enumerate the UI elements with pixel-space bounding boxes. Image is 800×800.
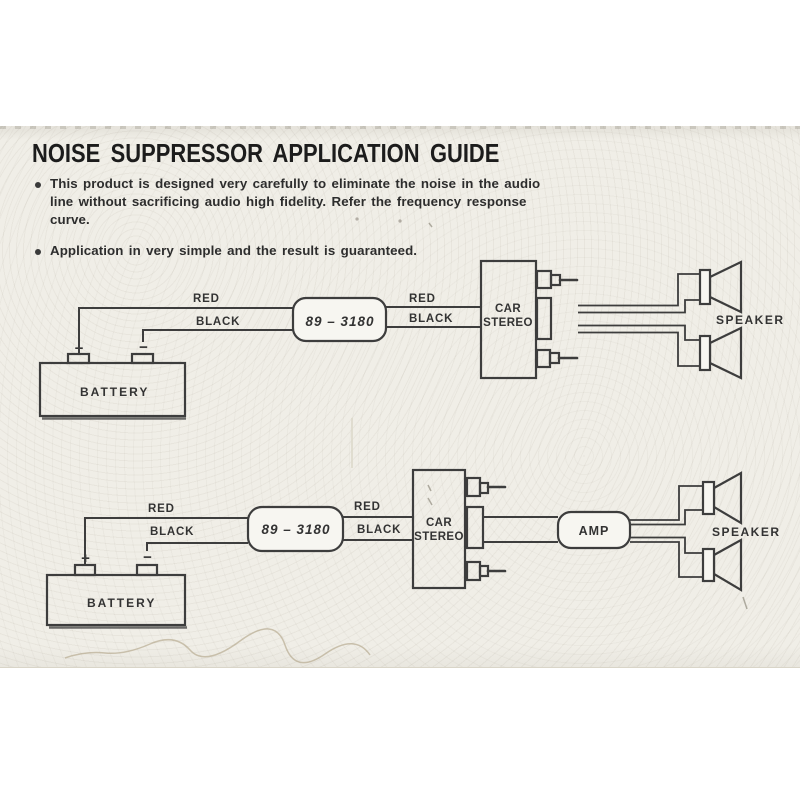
wire-black-label: BLACK <box>150 526 194 538</box>
speaker-label: SPEAKER <box>712 525 781 539</box>
speaker-icon <box>698 326 743 380</box>
speaker-wire <box>630 485 703 521</box>
car-stereo-label: STEREO <box>483 317 533 329</box>
bullet-dot <box>35 249 41 255</box>
battery-icon: + − BATTERY <box>45 549 187 629</box>
battery-terminal-negative <box>135 563 159 577</box>
bullet-line: This product is designed very carefully … <box>50 176 541 191</box>
suppressor-part-number: 89 – 3180 <box>305 314 374 329</box>
car-stereo-outline <box>411 468 467 590</box>
amp-outline <box>556 510 632 550</box>
speck <box>428 222 433 228</box>
noise-suppressor-box: 89 – 3180 <box>246 505 345 553</box>
speaker-wire <box>578 299 700 314</box>
speaker-wire <box>578 273 700 307</box>
bullet-line: line without sacrificing audio high fide… <box>50 194 527 209</box>
suppressor-part-number: 89 – 3180 <box>261 522 330 537</box>
crease-mark <box>742 596 748 610</box>
rca-plug-top-icon <box>535 269 579 290</box>
scan-smudge <box>427 484 433 506</box>
speaker-icon <box>701 538 743 592</box>
rca-plug-bottom-icon <box>535 348 579 369</box>
wire-red-left <box>84 517 248 565</box>
wire-red-label: RED <box>148 503 175 515</box>
plug-body <box>535 269 553 290</box>
suppressor-outline <box>291 296 388 343</box>
wire-black-left <box>142 329 293 342</box>
battery-icon: + − BATTERY <box>38 339 187 420</box>
speaker-horn <box>712 538 743 592</box>
speaker-icon <box>701 471 743 525</box>
speaker-wire <box>630 509 703 526</box>
speaker-wire <box>578 324 700 341</box>
plug-body <box>465 476 482 498</box>
car-stereo-label: STEREO <box>414 531 464 543</box>
wire-red-left <box>78 307 293 354</box>
wire-black-label: BLACK <box>409 313 453 325</box>
battery-label: BATTERY <box>80 385 149 399</box>
car-stereo-label: CAR <box>495 303 521 315</box>
speaker-horn <box>708 326 743 380</box>
bullet-line: Application in very simple and the resul… <box>50 243 418 258</box>
car-stereo-label: CAR <box>426 517 452 529</box>
connector-block <box>535 296 553 341</box>
tear-mark <box>64 628 371 664</box>
plug-tip <box>478 481 490 495</box>
minus-symbol: − <box>139 339 148 356</box>
speaker-label: SPEAKER <box>716 313 785 327</box>
bullet-line: curve. <box>50 212 90 227</box>
battery-terminal-negative <box>130 352 155 365</box>
speck <box>398 219 402 223</box>
wire-black-label: BLACK <box>196 316 240 328</box>
car-stereo-box: CAR STEREO <box>479 259 538 380</box>
wire-red-label: RED <box>354 501 381 513</box>
car-stereo-box: CAR STEREO <box>411 468 467 590</box>
page-title: NOISE SUPPRESSOR APPLICATION GUIDE <box>32 140 576 169</box>
wire-red-label: RED <box>193 293 220 305</box>
speaker-icon <box>698 260 743 314</box>
speaker-flange <box>698 334 712 372</box>
speaker-wire <box>630 536 703 554</box>
suppressor-outline <box>246 505 345 553</box>
rca-plug-top-icon <box>465 476 507 498</box>
speaker-flange <box>698 268 712 306</box>
connector-block <box>465 505 485 550</box>
wire-red-label: RED <box>409 293 436 305</box>
battery-body <box>38 361 187 418</box>
scan-artifacts <box>64 217 748 664</box>
amp-box: AMP <box>556 510 632 550</box>
plug-body <box>535 348 552 369</box>
wire-black-left <box>146 542 248 551</box>
minus-symbol: − <box>143 549 152 566</box>
speaker-horn <box>712 471 743 525</box>
page-title-text: NOISE SUPPRESSOR APPLICATION GUIDE <box>32 140 500 168</box>
amp-label: AMP <box>579 524 610 538</box>
speaker-wire <box>630 541 703 578</box>
noise-suppressor-box: 89 – 3180 <box>291 296 388 343</box>
wire-black-label: BLACK <box>357 524 401 536</box>
battery-body <box>45 573 187 627</box>
speaker-flange <box>701 480 716 516</box>
speaker-horn <box>708 260 743 314</box>
speaker-flange <box>701 547 716 583</box>
plug-tip <box>548 351 561 365</box>
wiring-diagram-top: + − BATTERY RED BLACK 89 – 3180 RED BLAC… <box>38 259 785 420</box>
plug-body <box>465 560 482 582</box>
speaker-wire <box>578 331 700 367</box>
speck <box>355 217 359 221</box>
wiring-diagram-bottom: + − BATTERY RED BLACK 89 – 3180 RED BLAC… <box>45 468 781 629</box>
bullet-dot <box>35 182 41 188</box>
plug-tip <box>549 273 562 287</box>
rca-plug-bottom-icon <box>465 560 507 582</box>
scanned-paper <box>0 126 800 668</box>
battery-label: BATTERY <box>87 596 156 610</box>
